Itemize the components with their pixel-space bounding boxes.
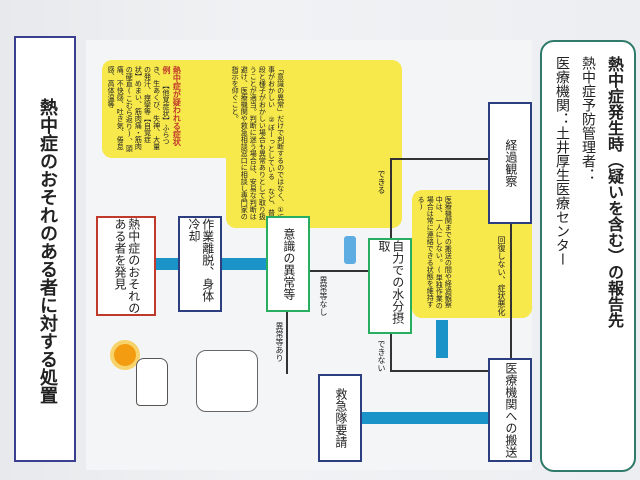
worker-illustration xyxy=(102,340,174,410)
report-hospital-prefix: 医療機関 xyxy=(554,56,570,112)
report-contact-panel: 熱中症発生時（疑いを含む）の報告先 熱中症予防管理者： 医療機関：土井厚生医療セ… xyxy=(540,40,636,472)
consciousness-box: 意識の異常等 xyxy=(266,216,310,312)
sun-icon xyxy=(114,344,136,366)
symptoms-note: 熱中症が疑われる症状例 【他覚症状】ふらつき、生あくび、失神、大量の発汗、痙攣等… xyxy=(102,60,250,158)
line-to-transport xyxy=(390,370,488,372)
watch-note-body: 医療機関までの搬送の間や経過観察中は、一人にしない。(単独作業の場合は常に連絡で… xyxy=(417,196,453,309)
discover-label: 熱中症のおそれのある者を発見 xyxy=(113,218,141,314)
observe-label: 経過観察 xyxy=(503,139,518,187)
report-heading: 熱中症発生時（疑いを含む）の報告先 xyxy=(605,56,624,328)
line-consciousness-down xyxy=(286,312,288,374)
arrow-evacuate-to-consciousness xyxy=(222,258,266,270)
symptoms-header: 熱中症が疑われる症状例 xyxy=(161,66,182,146)
observe-box: 経過観察 xyxy=(488,102,532,224)
ambulance-label: 救急隊要請 xyxy=(333,388,348,448)
line-observe-down xyxy=(510,224,512,358)
evacuate-box: 作業離脱、身体冷却 xyxy=(178,216,222,312)
page-title: 熱中症のおそれのある者に対する処置 xyxy=(37,98,58,404)
title-band: 熱中症のおそれのある者に対する処置 xyxy=(14,36,76,462)
line-to-observe xyxy=(390,158,488,160)
line-hydration-up xyxy=(390,158,392,238)
discover-box: 熱中症のおそれのある者を発見 xyxy=(96,216,156,316)
label-cannot: できない xyxy=(377,340,386,372)
hydration-label: 自力での水分摂取 xyxy=(377,240,405,324)
hydration-box: 自力での水分摂取 xyxy=(368,238,412,334)
arrow-discover-to-evacuate xyxy=(156,258,178,270)
label-normal: 異常等なし xyxy=(319,276,328,316)
water-bottle-icon xyxy=(344,236,356,264)
transport-label: 医療機関への搬送 xyxy=(503,362,518,458)
consciousness-label: 意識の異常等 xyxy=(281,228,296,300)
evacuate-label: 作業離脱、身体冷却 xyxy=(187,218,215,302)
label-can: できる xyxy=(377,170,386,194)
consciousness-check-body: 「意識の異常」だけで判断するのではなく、①返事がおかしい ②ぼーっとしている な… xyxy=(231,66,285,221)
ambulance-box: 救急隊要請 xyxy=(318,374,362,462)
report-hospital-name: ：土井厚生医療センター xyxy=(554,112,570,266)
consciousness-check-note: 「意識の異常」だけで判断するのではなく、①返事がおかしい ②ぼーっとしている な… xyxy=(226,60,402,228)
label-abnormal: 異常等あり xyxy=(275,322,284,362)
line-hydration-down xyxy=(390,334,392,370)
report-manager: 熱中症予防管理者： xyxy=(580,56,596,182)
symptoms-body: 【他覚症状】ふらつき、生あくび、失神、大量の発汗、痙攣等【自覚症状】めまい、筋肉… xyxy=(107,66,170,152)
flowchart-panel: 熱中症が疑われる症状例 【他覚症状】ふらつき、生あくび、失神、大量の発汗、痙攣等… xyxy=(86,40,532,470)
arrow-transport-vertical xyxy=(436,320,448,358)
label-no-recovery: 回復しない、症状悪化 xyxy=(497,236,506,316)
transport-box: 医療機関への搬送 xyxy=(488,358,532,462)
watch-note: 医療機関までの搬送の間や経過観察中は、一人にしない。(単独作業の場合は常に連絡で… xyxy=(412,190,532,318)
report-hospital: 医療機関：土井厚生医療センター xyxy=(552,56,572,266)
worker-icon xyxy=(136,358,168,406)
arrow-ambulance-to-transport xyxy=(362,412,488,424)
helper-illustration xyxy=(196,350,258,412)
line-consciousness-right xyxy=(310,270,368,272)
